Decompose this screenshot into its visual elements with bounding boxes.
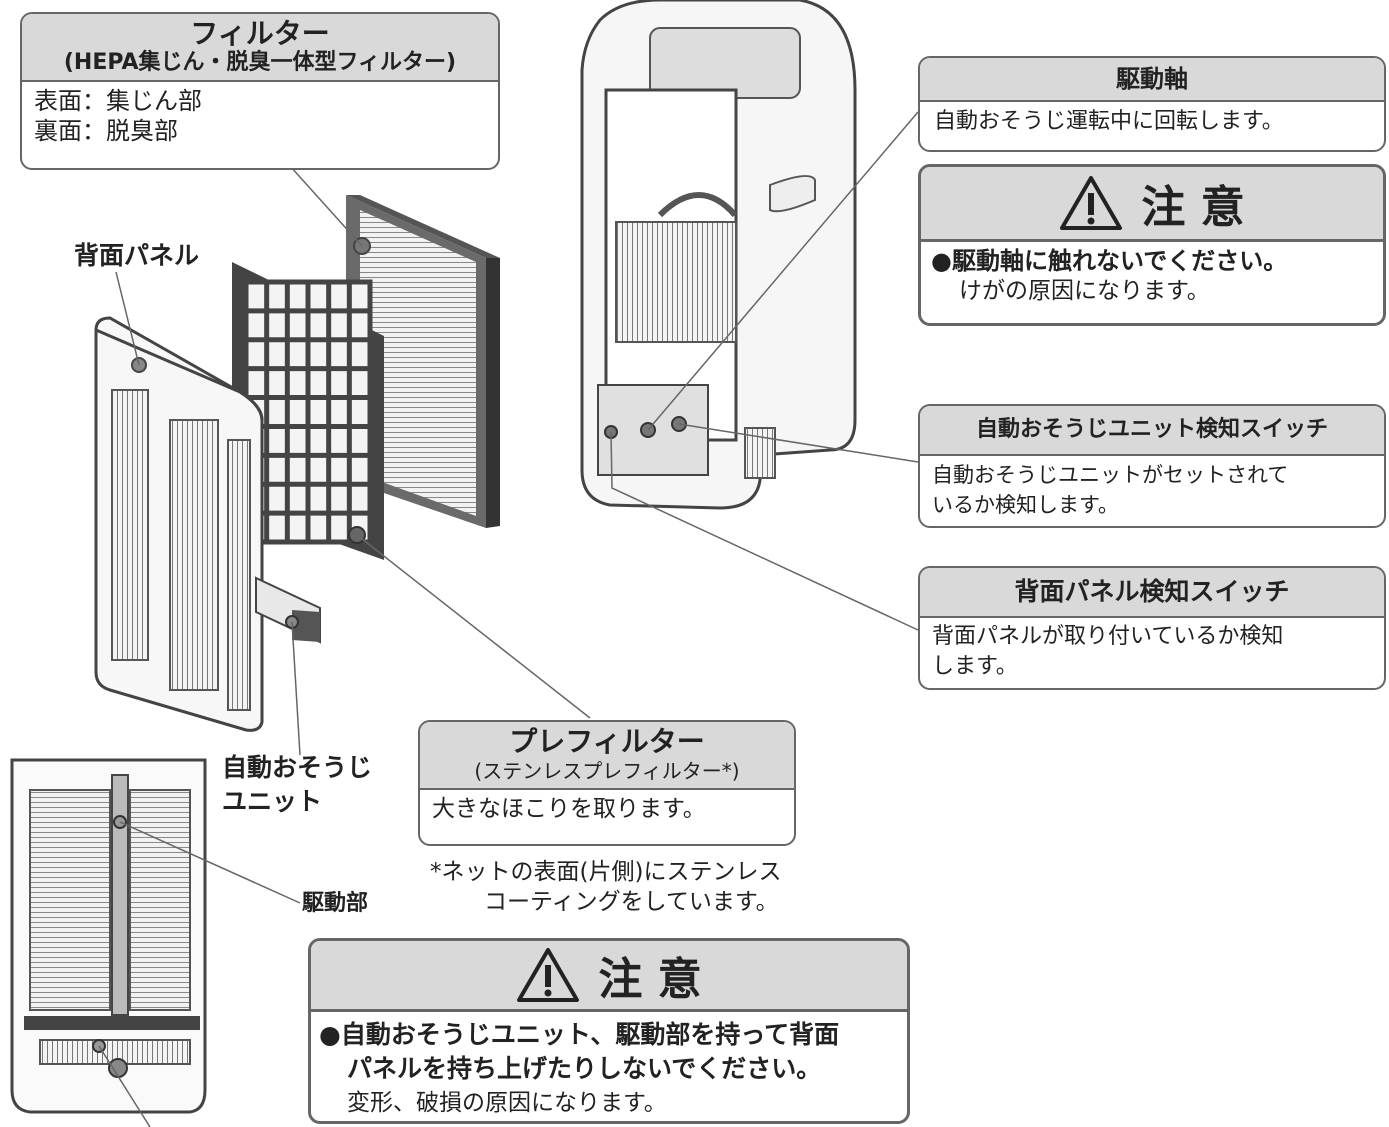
filter-subtitle: (HEPA集じん・脱臭一体型フィルター) (63, 50, 457, 75)
prefilter-note-1: *ネットの表面(片側)にステンレス (430, 859, 782, 885)
prefilter-callout: プレフィルター (ステンレスプレフィルター*) 大きなほこりを取ります。 (418, 720, 796, 846)
caution-bottom-body: ●自動おそうじユニット、駆動部を持って背面 パネルを持ち上げたりしないでください… (311, 1012, 907, 1121)
drive-shaft-title: 駆動軸 (920, 58, 1384, 102)
prefilter-callout-header: プレフィルター (ステンレスプレフィルター*) (420, 722, 794, 790)
panel-switch-title: 背面パネル検知スイッチ (920, 568, 1384, 618)
filter-line-back: 裏面：脱臭部 (34, 117, 178, 145)
leader-lines (98, 111, 919, 1127)
caution-bottom-normal: 変形、破損の原因になります。 (347, 1090, 667, 1116)
filter-callout-header: フィルター (HEPA集じん・脱臭一体型フィルター) (22, 14, 498, 82)
panel-inside-drawing (10, 758, 207, 1114)
unit-switch-title: 自動おそうじユニット検知スイッチ (920, 406, 1384, 456)
unit-switch-body: 自動おそうじユニットがセットされて いるか検知します。 (920, 456, 1384, 524)
prefilter-desc: 大きなほこりを取ります。 (432, 796, 706, 822)
drive-shaft-desc: 自動おそうじ運転中に回転します。 (934, 109, 1284, 134)
prefilter-title: プレフィルター (509, 725, 705, 758)
filter-line-front: 表面：集じん部 (34, 87, 202, 115)
filter-title: フィルター (190, 17, 330, 50)
filter-callout: フィルター (HEPA集じん・脱臭一体型フィルター) 表面：集じん部 裏面：脱臭… (20, 12, 500, 170)
warning-triangle-icon (517, 948, 580, 1002)
caution-top-bold: ●駆動軸に触れないでください。 (931, 247, 1288, 275)
prefilter-note-2: コーティングをしています。 (484, 889, 779, 915)
caution-bottom-bold-1: ●自動おそうじユニット、駆動部を持って背面 (319, 1020, 840, 1049)
unit-switch-line-2: いるか検知します。 (932, 493, 1119, 517)
caution-bottom-header: 注 意 (311, 941, 907, 1012)
unit-switch-line-1: 自動おそうじユニットがセットされて (932, 463, 1289, 487)
panel-switch-callout: 背面パネル検知スイッチ 背面パネルが取り付いているか検知 します。 (918, 566, 1386, 690)
panel-switch-line-1: 背面パネルが取り付いているか検知 (932, 624, 1284, 649)
panel-switch-body: 背面パネルが取り付いているか検知 します。 (920, 618, 1384, 686)
drive-shaft-callout: 駆動軸 自動おそうじ運転中に回転します。 (918, 56, 1386, 152)
auto-clean-unit-label-2: ユニット (222, 787, 323, 816)
auto-clean-unit-label-1: 自動おそうじ (222, 753, 373, 782)
prefilter-subtitle: (ステンレスプレフィルター*) (474, 759, 740, 783)
caution-bottom: 注 意 ●自動おそうじユニット、駆動部を持って背面 パネルを持ち上げたりしないで… (308, 938, 910, 1124)
caution-top-header: 注 意 (921, 167, 1383, 242)
warning-triangle-icon (1060, 176, 1123, 230)
caution-bottom-bold-2: パネルを持ち上げたりしないでください。 (347, 1054, 822, 1083)
panel-switch-line-2: します。 (932, 654, 1018, 679)
drive-part-label: 駆動部 (302, 891, 369, 916)
caution-top-title: 注 意 (1141, 182, 1245, 233)
back-panel-label: 背面パネル (74, 241, 200, 270)
caution-top-body: ●駆動軸に触れないでください。 けがの原因になります。 (921, 242, 1383, 310)
auto-clean-unit-drawing (255, 576, 321, 644)
air-purifier-body-drawing (580, 0, 857, 510)
filter-callout-body: 表面：集じん部 裏面：脱臭部 (22, 82, 498, 150)
caution-top-normal: けがの原因になります。 (959, 278, 1210, 304)
caution-top: 注 意 ●駆動軸に触れないでください。 けがの原因になります。 (918, 164, 1386, 326)
back-panel-drawing (94, 316, 264, 732)
unit-switch-callout: 自動おそうじユニット検知スイッチ 自動おそうじユニットがセットされて いるか検知… (918, 404, 1386, 528)
caution-bottom-title: 注 意 (598, 954, 702, 1005)
